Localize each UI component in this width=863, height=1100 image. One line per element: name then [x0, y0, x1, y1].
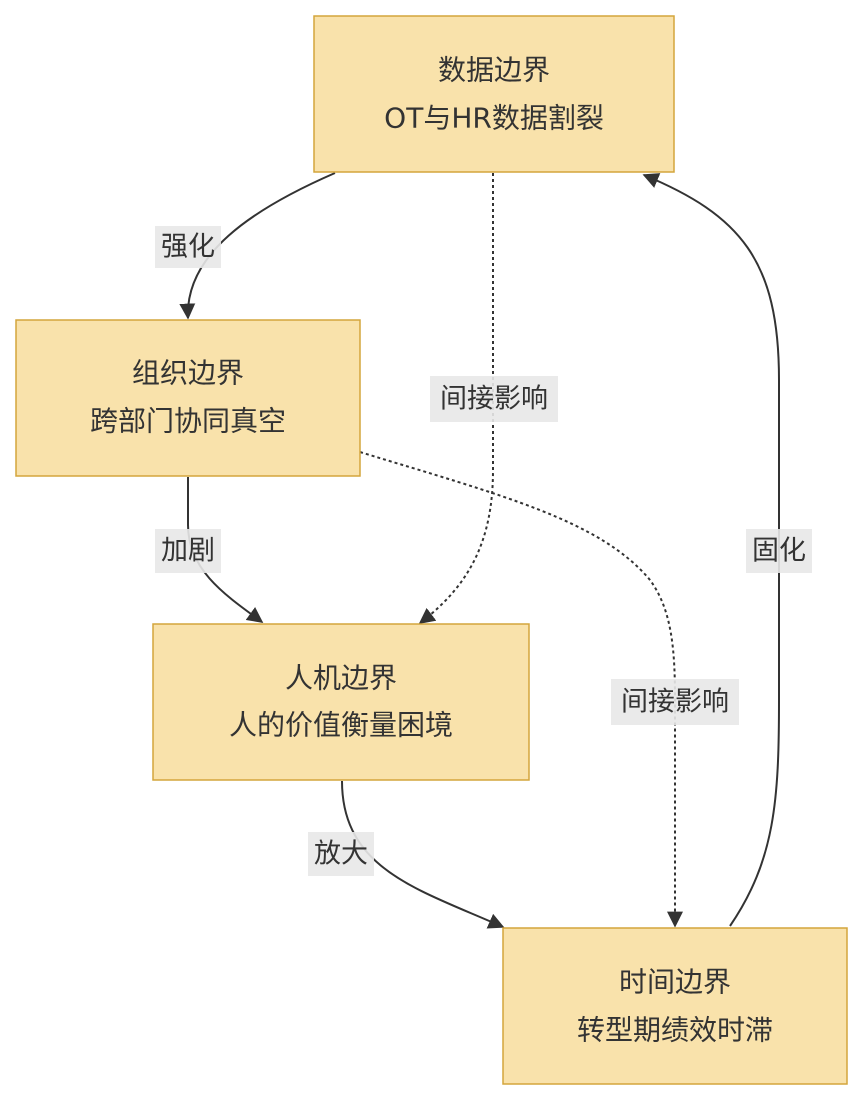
- svg-text:间接影响: 间接影响: [440, 384, 548, 415]
- edge-data-to-hm: [418, 173, 494, 624]
- label-strengthen: 强化: [155, 226, 221, 268]
- edge-labels: 强化 间接影响 加剧 固化 间接影响 放大: [155, 226, 812, 876]
- node-org-boundary-title: 组织边界: [132, 357, 244, 390]
- label-indirect-1: 间接影响: [430, 376, 558, 422]
- svg-text:间接影响: 间接影响: [621, 687, 729, 718]
- edge-time-to-data: [642, 173, 780, 927]
- label-intensify: 加剧: [155, 529, 221, 573]
- node-hm-boundary-subtitle: 人的价值衡量困境: [229, 709, 453, 742]
- svg-text:放大: 放大: [314, 839, 368, 870]
- edge-data-to-org: [179, 172, 336, 320]
- edge-org-to-time: [359, 451, 683, 928]
- node-time-boundary-subtitle: 转型期绩效时滞: [577, 1014, 773, 1047]
- node-data-boundary[interactable]: 数据边界 OT与HR数据割裂: [313, 15, 675, 173]
- node-org-boundary-subtitle: 跨部门协同真空: [90, 405, 286, 438]
- svg-text:加剧: 加剧: [161, 536, 215, 567]
- node-data-boundary-title: 数据边界: [438, 54, 550, 87]
- node-hm-boundary-title: 人机边界: [285, 662, 397, 695]
- svg-text:强化: 强化: [161, 232, 215, 263]
- label-amplify: 放大: [308, 832, 374, 876]
- node-time-boundary[interactable]: 时间边界 转型期绩效时滞: [502, 927, 848, 1085]
- label-indirect-2: 间接影响: [611, 679, 739, 725]
- edges: [179, 172, 780, 929]
- node-human-machine-boundary[interactable]: 人机边界 人的价值衡量困境: [152, 623, 530, 781]
- node-time-boundary-title: 时间边界: [619, 966, 731, 999]
- node-org-boundary[interactable]: 组织边界 跨部门协同真空: [15, 319, 361, 477]
- svg-text:固化: 固化: [752, 536, 806, 567]
- edge-hm-to-time: [341, 780, 505, 929]
- label-solidify: 固化: [746, 529, 812, 573]
- node-data-boundary-subtitle: OT与HR数据割裂: [384, 102, 604, 135]
